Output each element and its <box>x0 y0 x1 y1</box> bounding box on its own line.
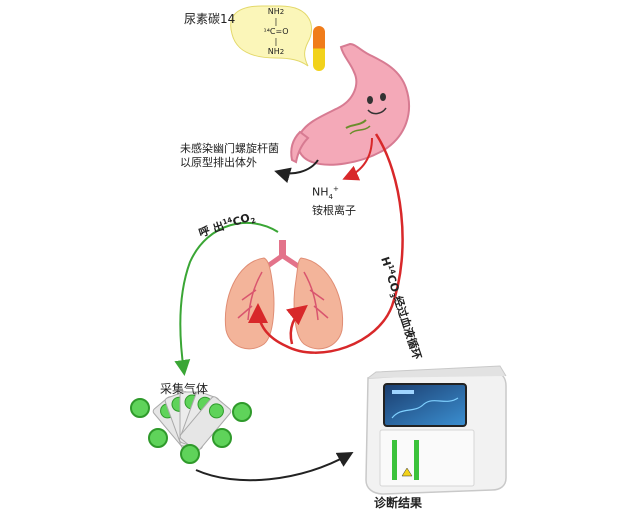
blood-branch-arrow <box>286 304 308 345</box>
ammonium-name: 铵根离子 <box>312 203 356 217</box>
urea-label: 尿素碳14 <box>184 12 236 26</box>
formula-top: NH <box>267 7 280 16</box>
excretion-arrow <box>274 159 319 183</box>
lungs-illustration <box>224 240 344 350</box>
ammonium-arrow <box>342 137 373 181</box>
exhale-arrow <box>174 221 279 376</box>
excreted-label-line2: 以原型排出体外 <box>180 156 257 169</box>
exhale-prefix: 呼 出 <box>197 219 226 240</box>
formula-middle: ¹⁴C=O <box>263 27 289 36</box>
formula-top-sub: 2 <box>279 8 285 16</box>
urea-capsule <box>313 26 325 71</box>
formula-bubble <box>230 5 312 67</box>
device-screen <box>383 383 467 427</box>
to-device-arrow <box>195 452 354 482</box>
ammonium-formula: NH <box>312 185 329 199</box>
ammonium-sub: 4 <box>328 192 333 201</box>
excreted-label: 未感染幽门螺旋杆菌 以原型排出体外 <box>180 142 279 170</box>
ammonium-sup: + <box>332 185 339 193</box>
excreted-label-line1: 未感染幽门螺旋杆菌 <box>180 142 279 155</box>
breath-sample-cards <box>130 391 252 464</box>
urea-formula: NH2 | ¹⁴C=O | NH2 <box>256 7 296 57</box>
blood-mid: CO <box>384 273 402 294</box>
blood-circulation-arrow <box>248 133 404 354</box>
ammonium-label: NH4+ 铵根离子 <box>312 182 356 218</box>
diagnostic-device <box>365 365 507 495</box>
stomach-illustration <box>290 42 410 166</box>
formula-bottom-sub: 2 <box>279 48 285 56</box>
diagnosis-label: 诊断结果 <box>374 496 423 510</box>
exhale-mid: CO <box>230 211 252 229</box>
formula-bottom: NH <box>267 47 280 56</box>
collect-gas-label: 采集气体 <box>160 382 209 396</box>
